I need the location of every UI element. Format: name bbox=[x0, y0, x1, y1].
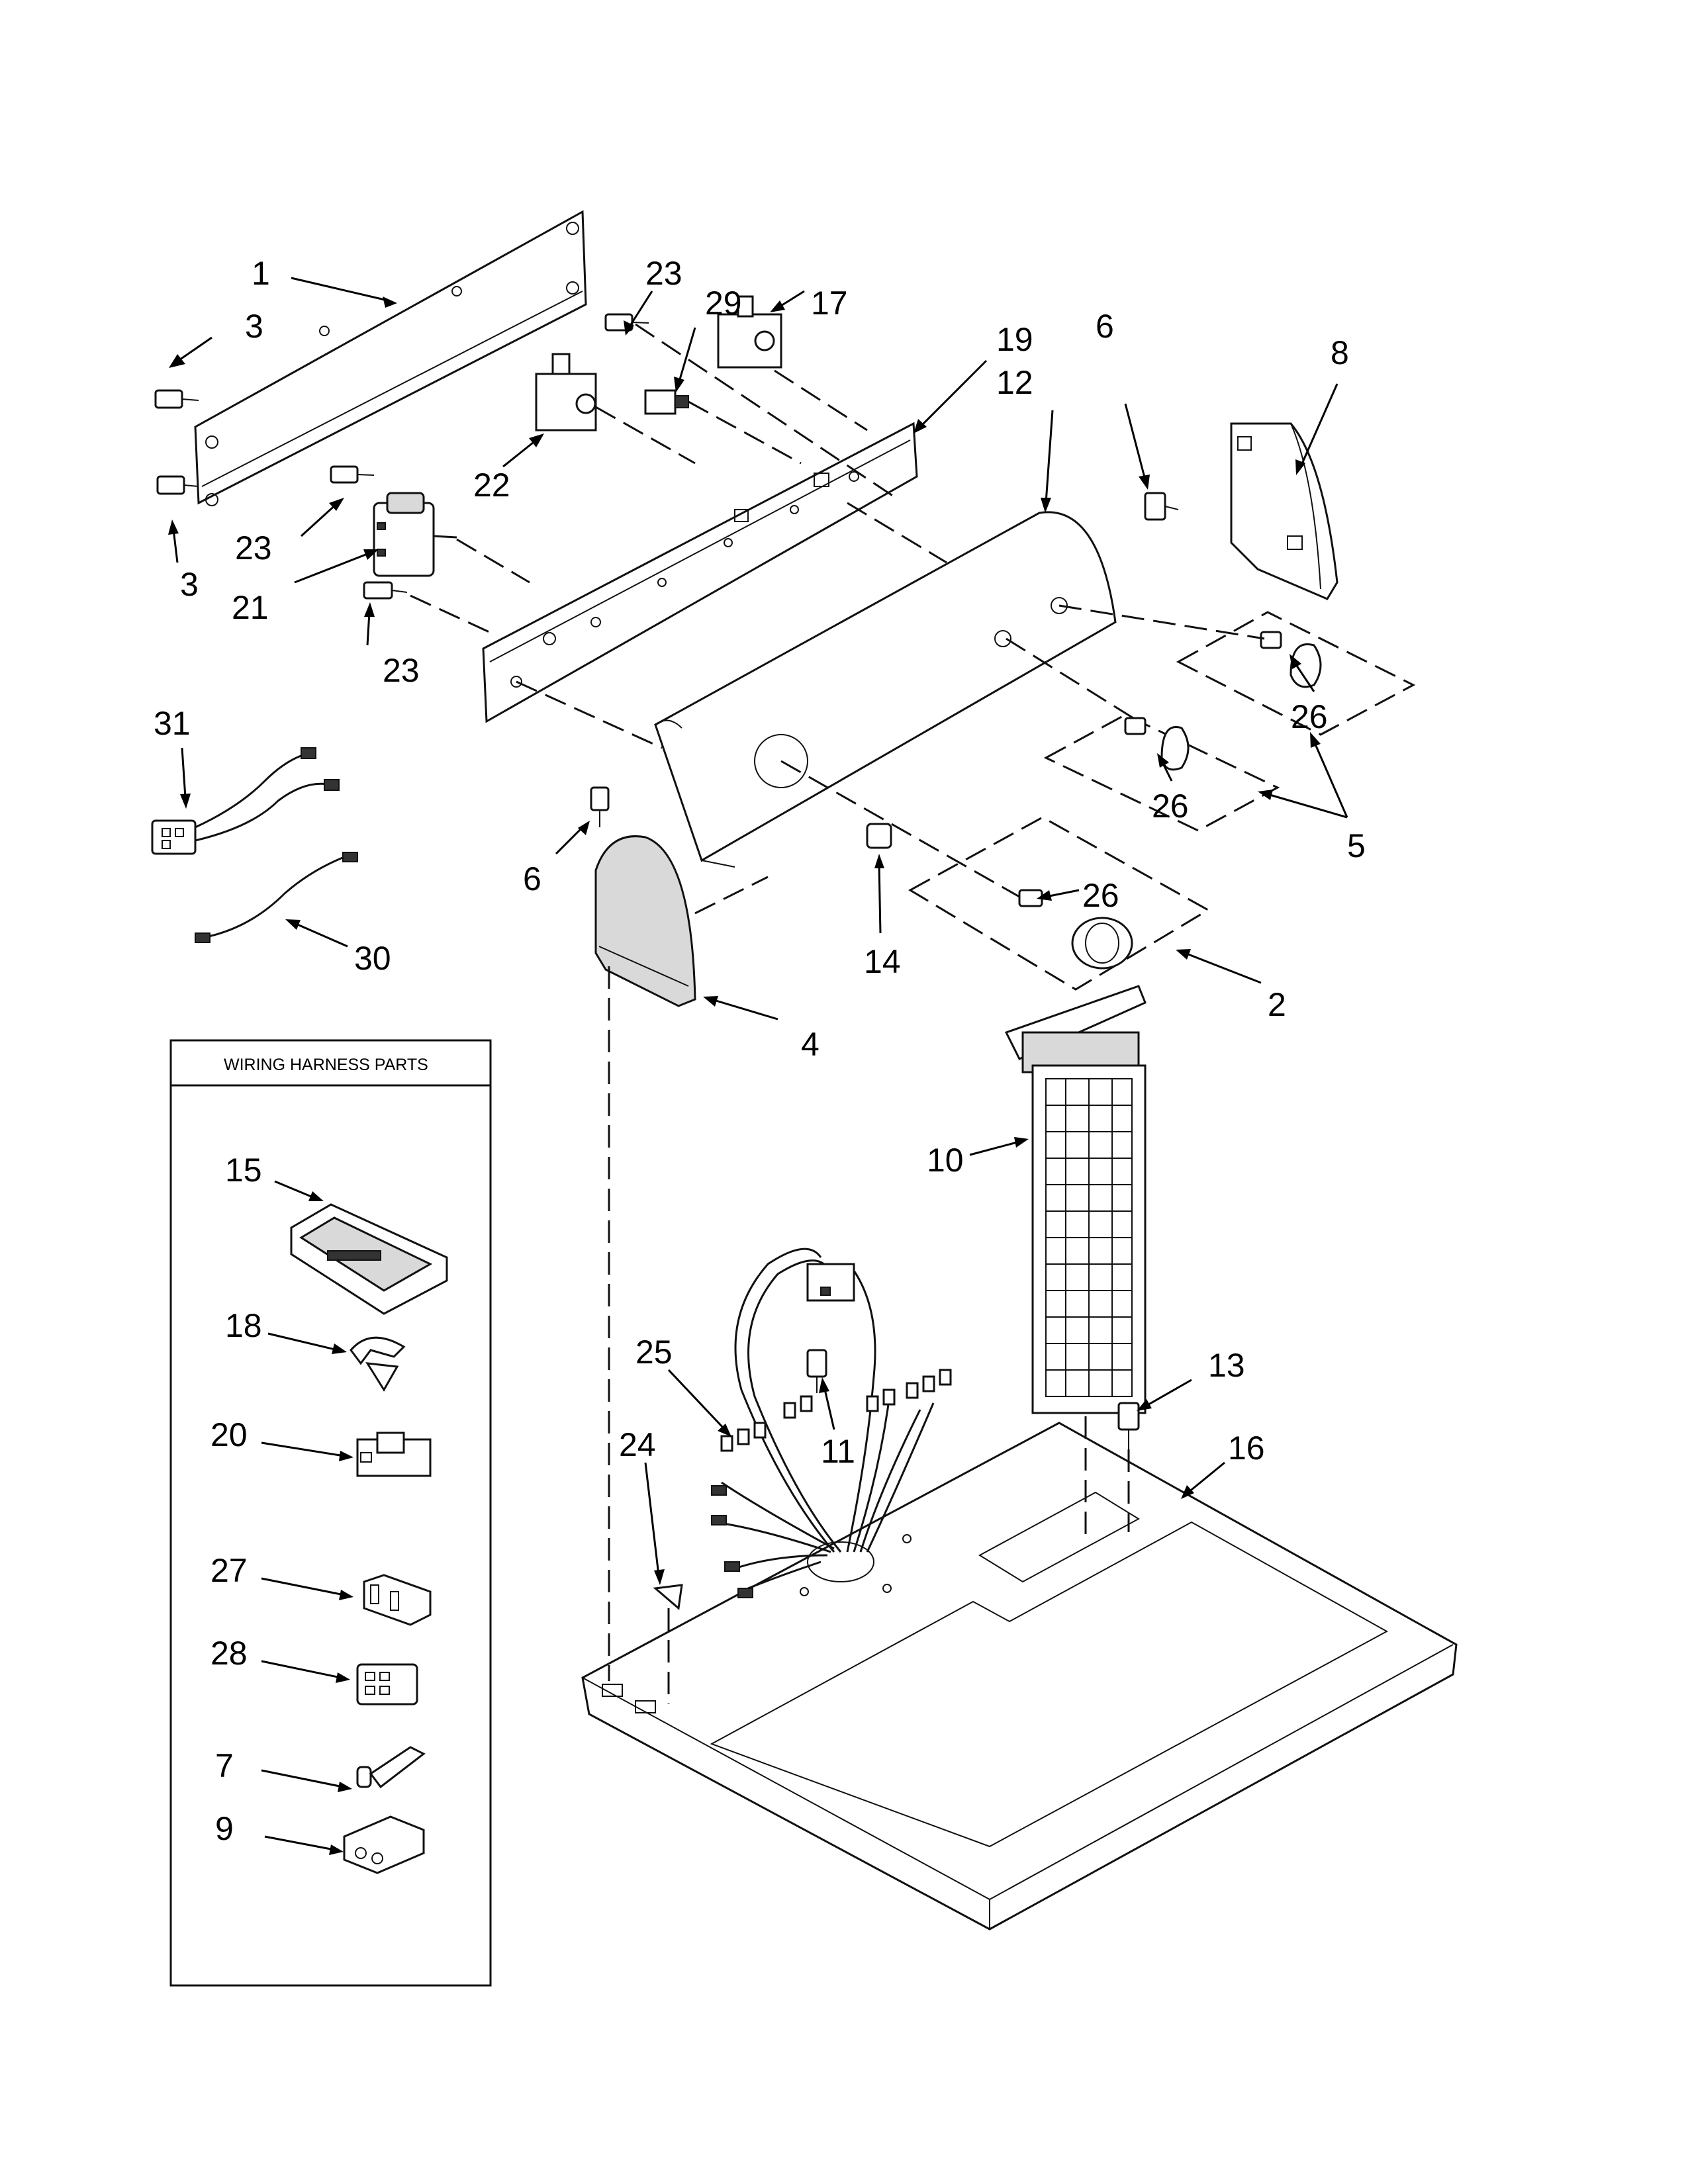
callout-12: 12 bbox=[996, 364, 1033, 401]
part-15-connector bbox=[290, 1203, 448, 1315]
part-10-lint-screen bbox=[1004, 985, 1147, 1414]
callout-29: 29 bbox=[705, 285, 742, 322]
part-23-screw-b bbox=[363, 581, 408, 600]
part-11-screw bbox=[806, 1349, 827, 1393]
wiring-harness-title: WIRING HARNESS PARTS bbox=[224, 1056, 428, 1074]
callout-23-top: 23 bbox=[645, 255, 682, 292]
part-19-console-bracket bbox=[482, 422, 918, 723]
callout-6-left: 6 bbox=[523, 860, 541, 897]
callout-14: 14 bbox=[864, 943, 901, 980]
part-2-knob-lower bbox=[908, 816, 1210, 991]
leader-arrows bbox=[168, 277, 1348, 1855]
callout-3-lower: 3 bbox=[180, 566, 199, 603]
callout-1: 1 bbox=[252, 255, 270, 292]
callout-4: 4 bbox=[801, 1026, 820, 1063]
part-3-screw-lower bbox=[156, 475, 199, 495]
callout-8: 8 bbox=[1331, 334, 1349, 371]
callout-23-lower: 23 bbox=[383, 652, 420, 689]
callout-27: 27 bbox=[211, 1552, 248, 1589]
part-8-end-cap bbox=[1230, 422, 1338, 600]
callout-5: 5 bbox=[1347, 827, 1366, 864]
part-14-clip bbox=[866, 823, 892, 849]
part-6-screw-left bbox=[590, 786, 610, 827]
callout-28: 28 bbox=[211, 1635, 248, 1672]
callout-17: 17 bbox=[811, 285, 848, 322]
part-12-console-panel bbox=[654, 511, 1117, 868]
callout-13: 13 bbox=[1208, 1347, 1245, 1384]
callout-26-upper: 26 bbox=[1291, 698, 1328, 735]
callout-30: 30 bbox=[354, 940, 391, 977]
part-21-switch bbox=[373, 492, 457, 577]
part-31-harness bbox=[151, 747, 340, 855]
callout-19: 19 bbox=[996, 321, 1033, 358]
callout-26-middle: 26 bbox=[1152, 788, 1189, 825]
callout-3-upper: 3 bbox=[245, 308, 263, 345]
wiring-harness-box: WIRING HARNESS PARTS bbox=[169, 1039, 492, 1987]
callout-20: 20 bbox=[211, 1416, 248, 1453]
callout-26-lower: 26 bbox=[1082, 877, 1119, 914]
part-5-knob-upper bbox=[1176, 611, 1416, 736]
callout-7: 7 bbox=[215, 1747, 234, 1784]
part-29-switch bbox=[644, 389, 689, 415]
part-9-housing bbox=[343, 1815, 425, 1874]
part-3-screw-upper bbox=[154, 389, 199, 409]
callout-31: 31 bbox=[154, 705, 191, 742]
exploded-view-lines bbox=[410, 323, 1265, 1704]
part-13-screw bbox=[1117, 1402, 1140, 1449]
callout-18: 18 bbox=[225, 1307, 262, 1344]
callout-labels: 1 3 3 23 23 23 21 22 29 17 19 12 6 8 26 … bbox=[154, 255, 1366, 1847]
part-22-switch bbox=[535, 353, 597, 432]
callout-6-right: 6 bbox=[1096, 308, 1114, 345]
part-24-clip bbox=[653, 1584, 683, 1610]
callout-21: 21 bbox=[232, 589, 269, 626]
part-5-knob-middle bbox=[1043, 713, 1280, 832]
part-1-rear-rail bbox=[194, 210, 587, 506]
callout-9: 9 bbox=[215, 1810, 234, 1847]
callout-23-middle: 23 bbox=[235, 529, 272, 567]
part-6-screw-right bbox=[1144, 492, 1179, 521]
part-23-screw-a bbox=[330, 465, 375, 484]
callout-2: 2 bbox=[1268, 986, 1286, 1023]
part-25-main-harness bbox=[711, 1248, 952, 1598]
part-28-connector bbox=[356, 1663, 418, 1706]
part-18-clip bbox=[350, 1336, 406, 1392]
part-7-terminal bbox=[356, 1746, 426, 1789]
part-17-switch bbox=[717, 295, 782, 369]
callout-15: 15 bbox=[225, 1152, 262, 1189]
part-16-top-panel bbox=[581, 1422, 1458, 1931]
part-4-end-cap bbox=[594, 835, 696, 1007]
part-27-connector bbox=[363, 1574, 432, 1626]
callout-22: 22 bbox=[473, 467, 510, 504]
part-30-wire bbox=[195, 852, 358, 943]
callout-11: 11 bbox=[821, 1433, 855, 1470]
callout-10: 10 bbox=[927, 1142, 964, 1179]
part-20-connector bbox=[356, 1432, 432, 1477]
callout-25: 25 bbox=[635, 1334, 673, 1371]
callout-16: 16 bbox=[1228, 1430, 1265, 1467]
callout-24: 24 bbox=[619, 1426, 656, 1463]
